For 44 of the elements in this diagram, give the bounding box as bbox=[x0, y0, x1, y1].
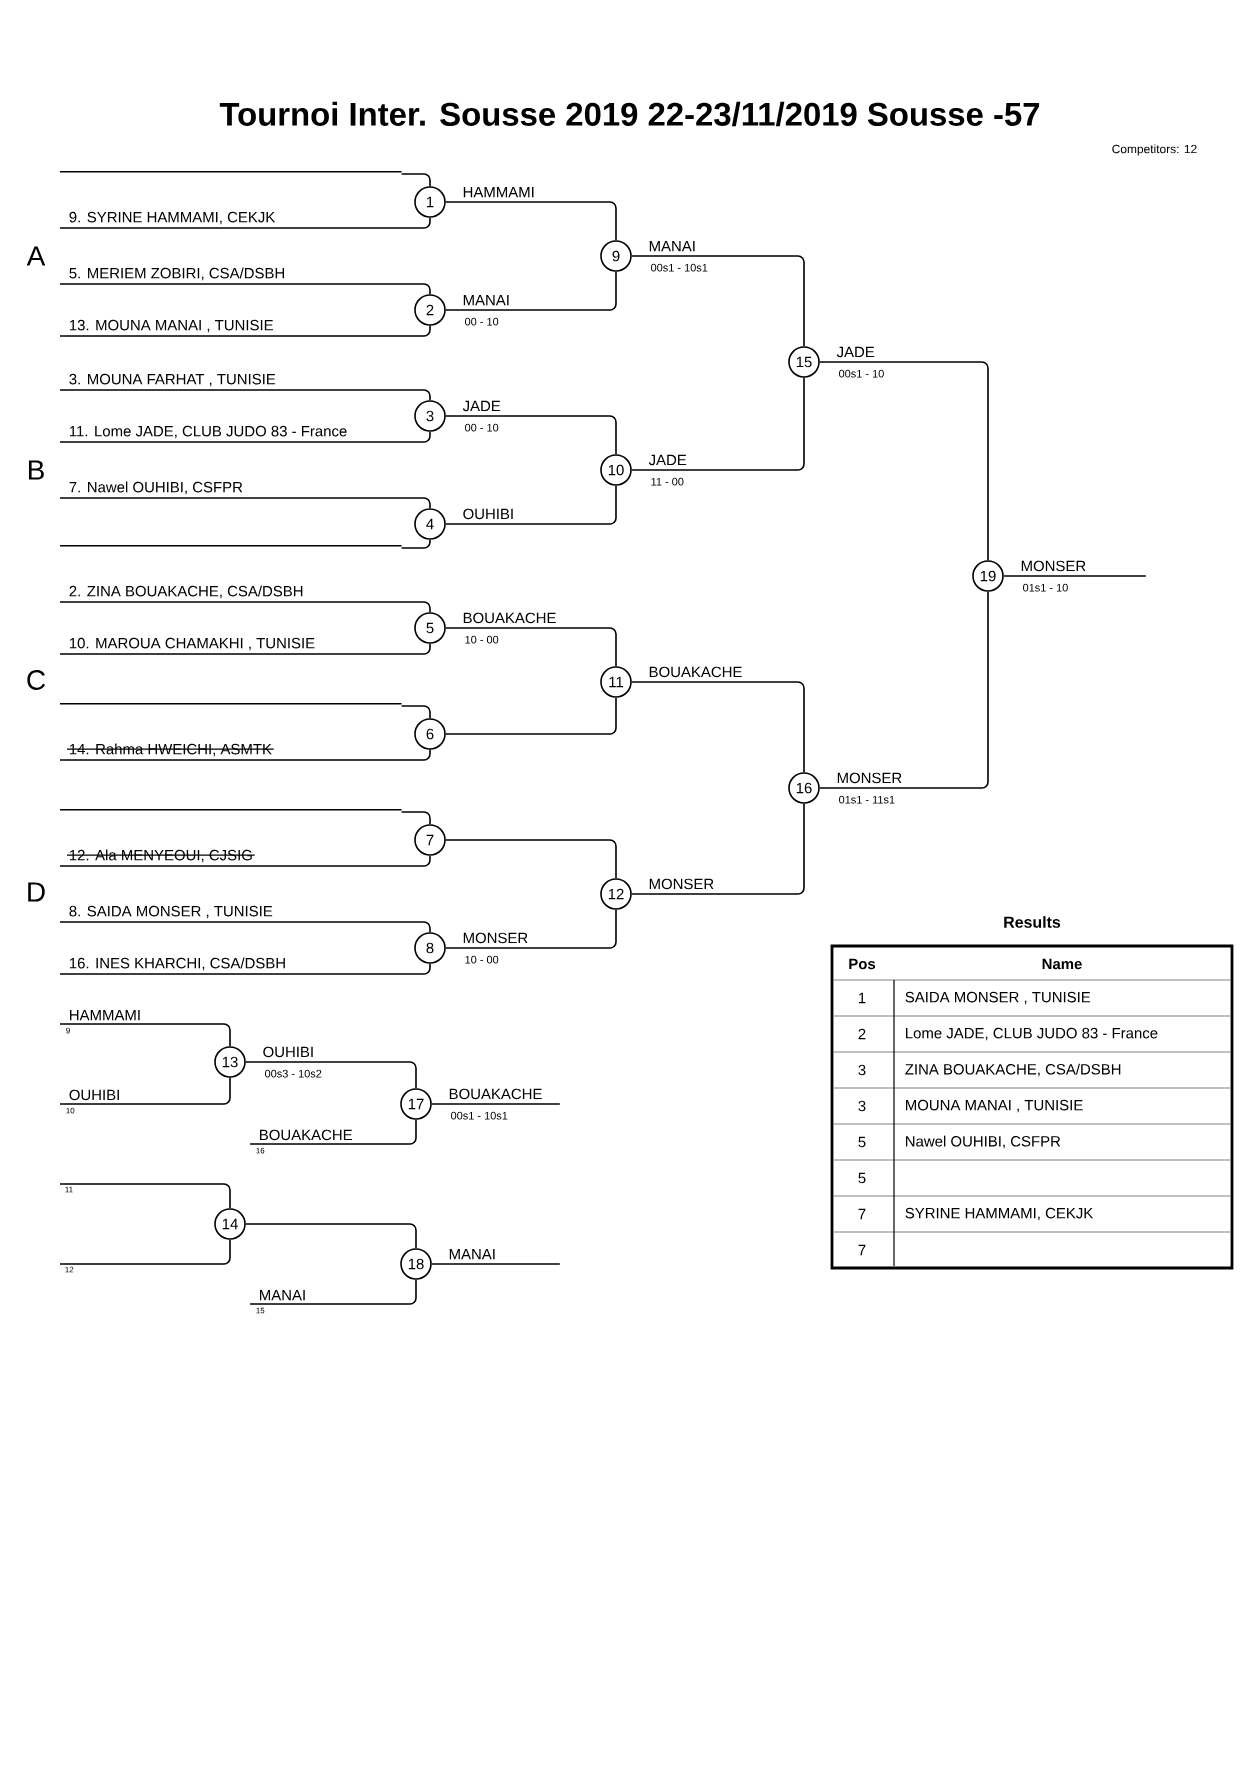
pool-letter: B bbox=[29, 460, 44, 480]
bracket-line bbox=[400, 173, 431, 187]
bracket-line bbox=[59, 431, 431, 443]
bracket-line bbox=[59, 601, 431, 613]
bracket-line bbox=[249, 1119, 417, 1145]
bracket-line bbox=[445, 201, 617, 241]
title: Tournoi Inter. Sousse 2019 22-23/11/2019 Sousse -57 bbox=[219, 101, 1040, 127]
bracket-line bbox=[631, 803, 805, 895]
bracket-line bbox=[245, 1223, 417, 1249]
bracket-line bbox=[445, 271, 617, 311]
pool-letter: C bbox=[27, 670, 45, 690]
bracket-line bbox=[59, 921, 431, 933]
bracket-line bbox=[431, 1103, 561, 1105]
bracket-line bbox=[445, 909, 617, 949]
bracket-line bbox=[59, 325, 431, 337]
bracket-line bbox=[819, 361, 989, 561]
pool-letter: D bbox=[28, 882, 45, 902]
bracket-line bbox=[445, 627, 617, 667]
bracket-line bbox=[59, 389, 431, 402]
bracket-line bbox=[445, 485, 617, 525]
bracket-line bbox=[1003, 575, 1147, 577]
bracket-line bbox=[245, 1061, 417, 1089]
bracket-line bbox=[631, 681, 805, 773]
bracket-line bbox=[431, 1263, 561, 1265]
bracket-line bbox=[249, 1279, 417, 1305]
bracket-line bbox=[59, 1077, 231, 1105]
bracket-line bbox=[59, 1183, 231, 1209]
bracket-line bbox=[631, 377, 805, 471]
pool-letter: A bbox=[26, 246, 46, 266]
bracket-line bbox=[59, 1023, 231, 1047]
bracket-line bbox=[445, 415, 617, 456]
bracket-line bbox=[400, 539, 431, 549]
bracket-line bbox=[400, 705, 431, 719]
bracket-line bbox=[400, 811, 431, 825]
bracket-line bbox=[445, 697, 617, 735]
bracket-line bbox=[819, 591, 989, 789]
bracket-line bbox=[59, 497, 431, 510]
bracket-line bbox=[59, 1239, 231, 1265]
bracket-line bbox=[631, 255, 805, 348]
bracket-line bbox=[59, 283, 431, 296]
bracket-line bbox=[445, 839, 617, 879]
bracket-line bbox=[59, 643, 431, 655]
bracket-line bbox=[59, 217, 431, 229]
bracket-line bbox=[59, 963, 431, 975]
